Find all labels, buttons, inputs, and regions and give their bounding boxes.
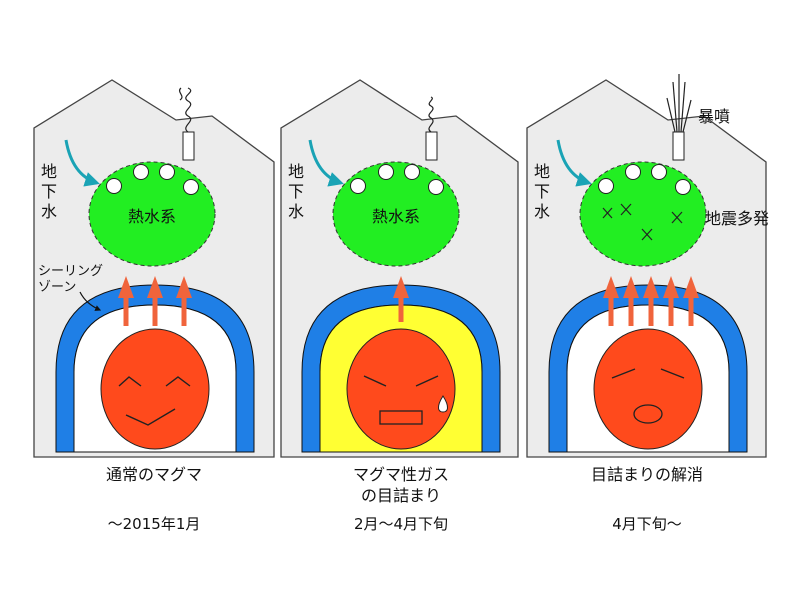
caption-line-1: マグマ性ガス	[352, 465, 449, 484]
magma-face-normal	[100, 328, 210, 450]
vent	[425, 131, 438, 161]
period-panel-2: 2月〜4月下旬	[353, 515, 449, 533]
caption-line-1: 目詰まりの解消	[590, 465, 703, 484]
caption-panel-3: 目詰まりの解消	[527, 464, 767, 485]
groundwater-label-1: 地下水	[41, 162, 57, 221]
groundwater-label-2: 地下水	[288, 162, 304, 221]
hydrothermal-system	[579, 161, 707, 267]
sweat-drop	[438, 395, 448, 413]
groundwater-label-3: 地下水	[534, 162, 550, 221]
vent	[182, 131, 195, 161]
panel-normal-magma: 地下水 熱水系 シーリング ゾーン	[33, 79, 275, 458]
bubbles	[106, 164, 199, 195]
caption-panel-2: マグマ性ガス の目詰まり	[281, 464, 521, 506]
period-panel-1: 〜2015年1月	[107, 515, 201, 533]
vent	[672, 131, 685, 161]
bubbles	[598, 164, 691, 195]
sealing-zone-pointer	[79, 291, 102, 311]
panel-unclogging: 地下水 暴噴 地震多発	[526, 74, 769, 458]
eruption-plume	[666, 74, 692, 133]
eruption-label: 暴噴	[698, 107, 730, 126]
gas-flow-arrows	[118, 276, 192, 326]
panel-gas-clogging: 地下水 熱水系	[280, 79, 519, 458]
period-panel-3: 4月下旬〜	[612, 515, 682, 533]
smoke	[185, 87, 192, 133]
gas-flow-arrows	[603, 276, 699, 326]
smoke	[428, 96, 434, 133]
groundwater-arrow	[308, 139, 344, 187]
sealing-zone-label: シーリング ゾーン	[38, 264, 107, 295]
hydrothermal-label: 熱水系	[128, 207, 176, 226]
bubbles	[350, 164, 444, 195]
gas-flow-arrows	[393, 276, 409, 322]
hydrothermal-label: 熱水系	[372, 207, 420, 226]
groundwater-arrow	[64, 139, 100, 187]
magma-face-clogged	[346, 328, 456, 450]
groundwater-arrow	[556, 139, 592, 187]
magma-face-relieved	[593, 328, 703, 450]
earthquakes-label: 地震多発	[705, 209, 769, 228]
caption-panel-1: 通常のマグマ	[34, 464, 274, 485]
caption-line-2: の目詰まり	[360, 486, 441, 505]
caption-line-1: 通常のマグマ	[105, 465, 202, 484]
earthquake-marks	[602, 203, 683, 241]
